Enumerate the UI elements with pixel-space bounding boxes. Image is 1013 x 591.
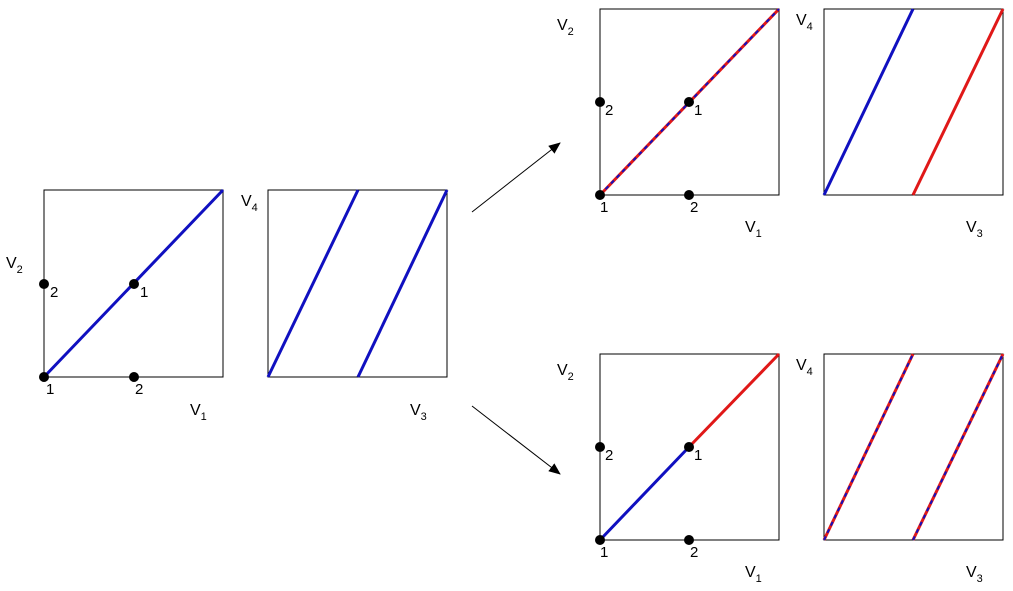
label-v2-point: 2 [605,447,613,464]
blue-diagonal-lower [598,445,691,542]
panel-frame [823,8,1004,196]
top-v1v2-panel: 1 2 1 2 V2 V1 [557,7,781,240]
panel-frame [267,189,448,378]
axis-label-v4: V4 [241,193,258,214]
arrow-to-top [471,142,561,213]
axis-label-v4: V4 [796,357,813,378]
label-origin: 1 [600,199,608,216]
label-mid-point: 1 [694,447,702,464]
red-line-right [911,353,1005,541]
axis-label-v2: V2 [6,255,23,276]
point-origin [595,535,605,545]
axis-label-v1: V1 [190,402,207,423]
label-origin: 1 [600,544,608,561]
point-v1 [129,372,139,382]
bottom-v1v2-panel: 1 2 1 2 V2 V1 [557,352,781,585]
axis-label-v1: V1 [745,219,762,240]
point-v2 [595,97,605,107]
point-origin [595,190,605,200]
initial-v3v4-panel: V4 V3 [241,189,449,423]
point-v1 [684,190,694,200]
label-v1-point: 2 [690,199,698,216]
blue-line-left [822,8,915,196]
blue-dash-left [823,353,914,541]
point-v2 [595,442,605,452]
label-mid-point: 1 [140,284,148,301]
point-mid [129,279,139,289]
red-line-right [911,8,1005,196]
red-line-left [822,353,915,541]
point-mid [684,97,694,107]
initial-v1v2-panel: 1 2 1 2 V2 V1 [6,188,225,423]
label-v1-point: 2 [135,381,143,398]
label-mid-point: 1 [694,102,702,119]
axis-label-v4: V4 [796,12,813,33]
label-origin: 1 [46,381,54,398]
point-v1 [684,535,694,545]
bottom-v3v4-panel: V4 V3 [796,353,1005,585]
axis-label-v2: V2 [557,362,574,383]
axis-label-v3: V3 [966,564,983,585]
label-v1-point: 2 [690,544,698,561]
axis-label-v1: V1 [745,564,762,585]
blue-dash-right [912,353,1004,541]
top-v3v4-panel: V4 V3 [796,8,1005,240]
blue-line-left [266,189,360,378]
point-origin [39,372,49,382]
blue-line-right [356,189,449,378]
axis-label-v3: V3 [410,402,427,423]
label-v2-point: 2 [605,102,613,119]
point-v2 [39,279,49,289]
arrow-to-bottom [471,405,561,475]
label-v2-point: 2 [50,284,58,301]
panel-frame [823,353,1004,541]
red-diagonal-upper [687,352,781,449]
point-mid [684,442,694,452]
axis-label-v2: V2 [557,17,574,38]
axis-label-v3: V3 [966,219,983,240]
